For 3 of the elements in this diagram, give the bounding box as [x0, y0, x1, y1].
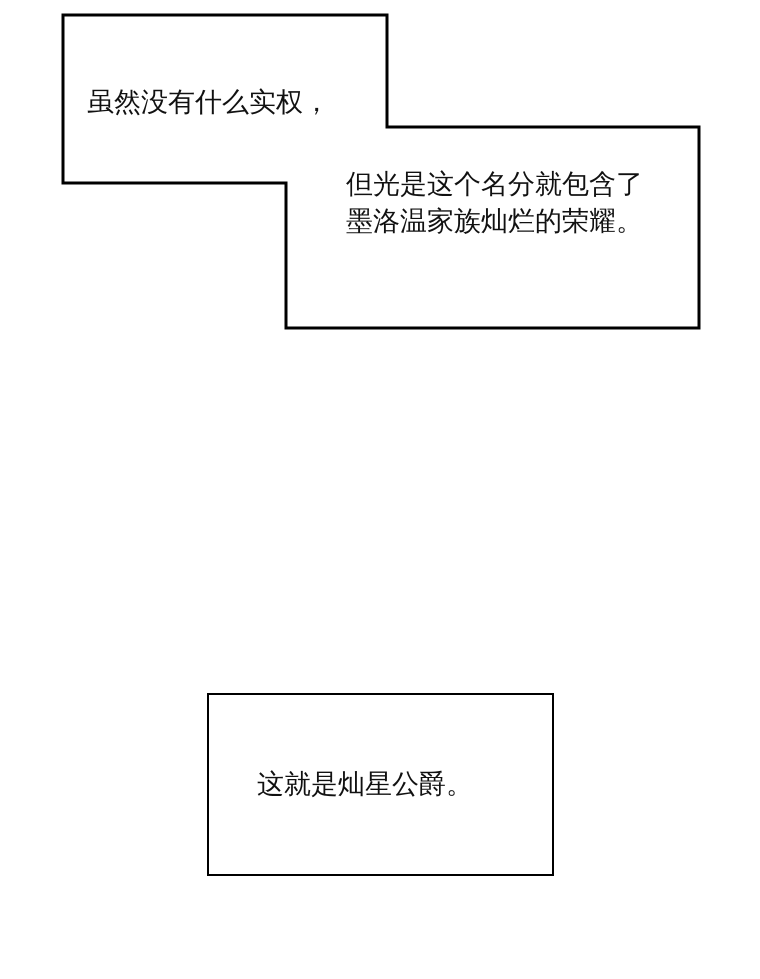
- narration-text: 但光是这个名分就包含了墨洛温家族灿烂的荣耀。: [346, 168, 644, 239]
- narration-text: 虽然没有什么实权，: [87, 86, 330, 120]
- narration-text: 这就是灿星公爵。: [257, 768, 473, 802]
